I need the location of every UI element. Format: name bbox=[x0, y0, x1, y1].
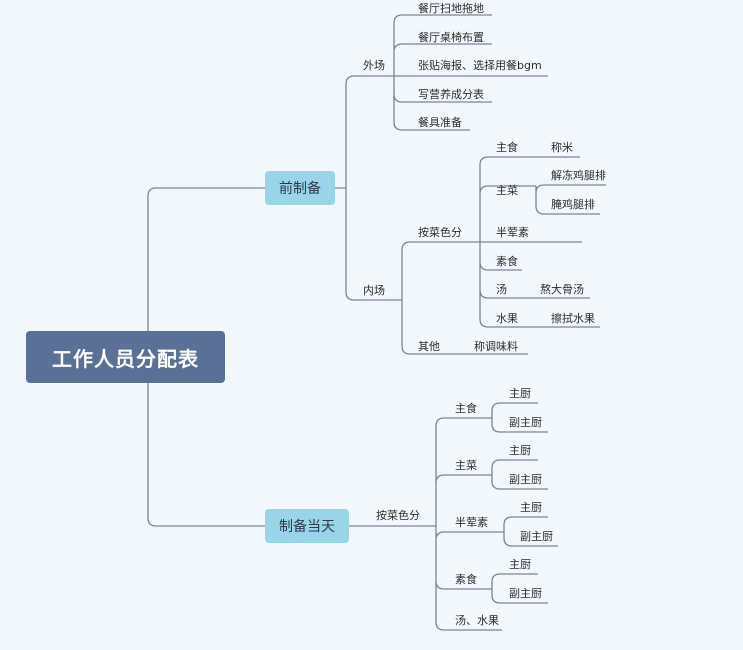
branch-day-of[interactable]: 制备当天 bbox=[265, 509, 349, 543]
connector-inside bbox=[388, 241, 528, 355]
node-outside-item-5[interactable]: 餐具准备 bbox=[418, 116, 462, 129]
connector-root-to-branches bbox=[147, 187, 265, 527]
node-day-half-meat[interactable]: 半荤素 bbox=[455, 516, 488, 529]
connector-roles-veg bbox=[486, 573, 548, 604]
connector-main-dish-pre bbox=[532, 184, 606, 215]
node-pre-veg[interactable]: 素食 bbox=[496, 255, 518, 268]
node-pre-soup[interactable]: 汤 bbox=[496, 283, 507, 296]
node-day-soup-fruit[interactable]: 汤、水果 bbox=[455, 614, 499, 627]
node-pre-main-dish[interactable]: 主菜 bbox=[496, 184, 518, 197]
node-day-by-dish[interactable]: 按菜色分 bbox=[376, 509, 420, 522]
node-day-veg-role-1[interactable]: 主厨 bbox=[509, 558, 531, 571]
root-node[interactable]: 工作人员分配表 bbox=[26, 331, 225, 383]
node-pre-soup-task[interactable]: 熬大骨汤 bbox=[540, 283, 584, 296]
node-outside-item-2[interactable]: 餐厅桌椅布置 bbox=[418, 31, 484, 44]
node-pre-main-dish-task-2[interactable]: 腌鸡腿排 bbox=[551, 198, 595, 211]
node-pre-staple[interactable]: 主食 bbox=[496, 141, 518, 154]
node-pre-fruit-task[interactable]: 擦拭水果 bbox=[551, 312, 595, 325]
connector-roles-half bbox=[496, 516, 558, 547]
node-day-veg[interactable]: 素食 bbox=[455, 573, 477, 586]
node-day-half-role-2[interactable]: 副主厨 bbox=[520, 530, 553, 543]
node-inside-other[interactable]: 其他 bbox=[418, 340, 440, 353]
branch-pre-prep[interactable]: 前制备 bbox=[265, 171, 335, 205]
node-outside-item-1[interactable]: 餐厅扫地拖地 bbox=[418, 2, 484, 15]
node-outside-item-4[interactable]: 写营养成分表 bbox=[418, 88, 484, 101]
node-day-veg-role-2[interactable]: 副主厨 bbox=[509, 587, 542, 600]
connector-outside bbox=[388, 14, 548, 131]
node-day-main-dish[interactable]: 主菜 bbox=[455, 459, 477, 472]
node-day-main-role-1[interactable]: 主厨 bbox=[509, 444, 531, 457]
node-pre-staple-task[interactable]: 称米 bbox=[551, 141, 573, 154]
node-inside[interactable]: 内场 bbox=[363, 284, 385, 297]
node-day-staple-role-2[interactable]: 副主厨 bbox=[509, 416, 542, 429]
connector-bydish-day bbox=[428, 417, 502, 631]
node-outside[interactable]: 外场 bbox=[363, 59, 385, 72]
connector-roles-staple bbox=[486, 402, 548, 433]
node-day-staple-role-1[interactable]: 主厨 bbox=[509, 387, 531, 400]
node-inside-by-dish[interactable]: 按菜色分 bbox=[418, 226, 462, 239]
node-day-main-role-2[interactable]: 副主厨 bbox=[509, 473, 542, 486]
connector-roles-main bbox=[486, 459, 548, 490]
node-outside-item-3[interactable]: 张贴海报、选择用餐bgm bbox=[418, 59, 542, 72]
node-pre-main-dish-task-1[interactable]: 解冻鸡腿排 bbox=[551, 169, 606, 182]
node-inside-other-task[interactable]: 称调味料 bbox=[474, 340, 518, 353]
connector-preprep bbox=[335, 75, 388, 301]
node-pre-half-meat[interactable]: 半荤素 bbox=[496, 226, 529, 239]
connector-bydish-pre bbox=[470, 156, 600, 328]
node-day-half-role-1[interactable]: 主厨 bbox=[520, 501, 542, 514]
node-pre-fruit[interactable]: 水果 bbox=[496, 312, 518, 325]
node-day-staple[interactable]: 主食 bbox=[455, 402, 477, 415]
